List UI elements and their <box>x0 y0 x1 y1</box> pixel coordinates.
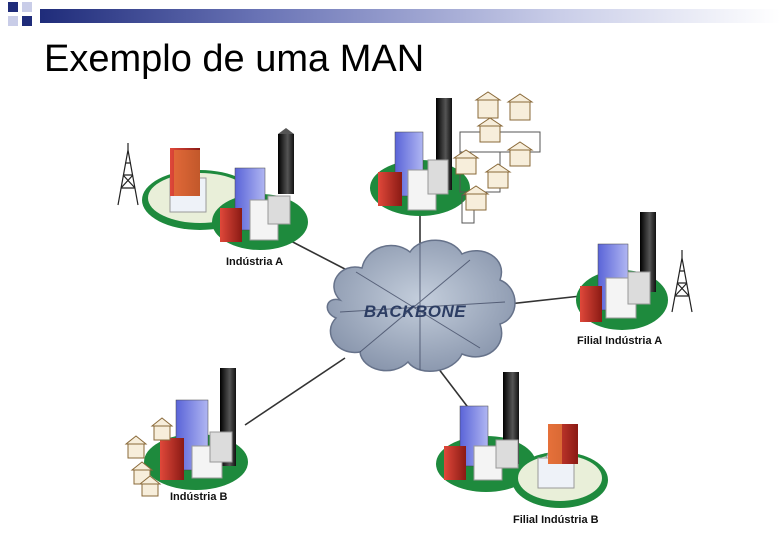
site-industria-a: Indústria A <box>117 128 308 268</box>
header-gradient-bar <box>40 9 780 23</box>
house-icon <box>462 185 490 211</box>
header-square-4 <box>22 16 32 26</box>
label-filial-industria-b: Filial Indústria B <box>513 514 599 526</box>
house-icon <box>138 475 162 497</box>
house-icons <box>124 417 174 497</box>
slide-title: Exemplo de uma MAN <box>44 38 425 80</box>
radio-tower-icon <box>671 250 693 313</box>
house-icon <box>506 93 534 121</box>
site-filial-industria-a: Filial Indústria A <box>576 212 693 347</box>
header-square-3 <box>8 16 18 26</box>
house-icon <box>474 91 502 119</box>
radio-tower-icon <box>117 143 139 206</box>
site-top-residential <box>370 91 541 224</box>
link-filial-industria-b <box>437 367 471 411</box>
backbone-cloud: BACKBONE <box>326 239 516 372</box>
backbone-label: BACKBONE <box>364 302 466 321</box>
building-icon <box>278 134 294 194</box>
slide-header-decoration <box>0 0 780 34</box>
label-filial-industria-a: Filial Indústria A <box>577 335 662 347</box>
label-industria-b: Indústria B <box>170 491 228 503</box>
house-icon <box>506 141 534 167</box>
house-icon <box>124 435 148 459</box>
site-filial-industria-b: Filial Indústria B <box>436 372 608 526</box>
link-industria-b <box>244 357 346 426</box>
site-industria-b: Indústria B <box>124 368 248 503</box>
label-industria-a: Indústria A <box>226 256 283 268</box>
header-square-1 <box>8 2 18 12</box>
house-icons <box>452 91 534 211</box>
house-icon <box>476 117 504 143</box>
house-icon <box>452 149 480 175</box>
house-icon <box>484 163 512 189</box>
house-icon <box>150 417 174 441</box>
header-square-2 <box>22 2 32 12</box>
